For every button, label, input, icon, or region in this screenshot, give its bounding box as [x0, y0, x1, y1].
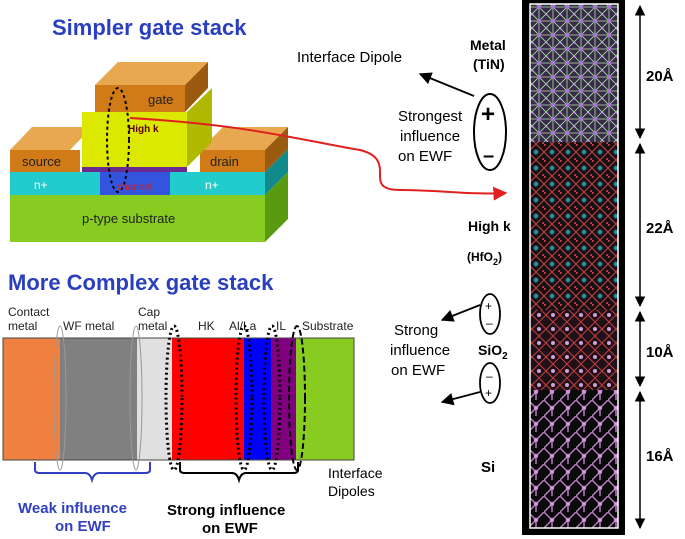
high-k-label: High k	[468, 218, 511, 234]
interface-dipole-label: Interface Dipole	[297, 49, 402, 66]
dipole-upper	[479, 293, 501, 335]
simpler-title: Simpler gate stack	[52, 15, 247, 40]
complex-stack	[2, 324, 355, 472]
label-contact-metal-2: metal	[8, 319, 37, 333]
dipole-upper-plus: +	[485, 299, 492, 313]
si-label: Si	[481, 459, 495, 476]
label-channel: channel	[117, 182, 152, 193]
weak-brace	[34, 462, 151, 484]
strongest-label-3: on EWF	[398, 148, 452, 165]
layer-contact-metal	[3, 338, 60, 460]
label-high-k-simple: High k	[128, 124, 159, 135]
layer-hk	[172, 338, 244, 460]
metal-label-1: Metal	[470, 37, 506, 53]
red-connector-arrow	[129, 117, 508, 201]
label-substrate-complex: Substrate	[302, 319, 354, 333]
label-al-la: Al/La	[229, 319, 257, 333]
label-cap-metal-2: metal	[138, 319, 167, 333]
interface-dipoles-2: Dipoles	[328, 483, 375, 499]
si-region	[530, 390, 618, 528]
label-nplus-left: n+	[34, 178, 48, 192]
dipole-lower-plus: +	[485, 386, 492, 400]
complex-title: More Complex gate stack	[8, 270, 274, 295]
label-wf-metal: WF metal	[63, 319, 114, 333]
arrow-strong-lower	[440, 391, 481, 406]
strong-right-3: on EWF	[391, 362, 445, 379]
dim-si: 16Å	[646, 448, 674, 465]
channel-region	[100, 172, 170, 195]
weak-influence-1: Weak influence	[18, 500, 127, 517]
weak-ellipse-1	[53, 325, 67, 471]
hfo2-region	[530, 142, 618, 310]
label-source: source	[22, 154, 61, 169]
metal-label-2: (TiN)	[473, 56, 505, 72]
tin-region	[530, 4, 618, 142]
label-contact-metal-1: Contact	[8, 305, 50, 319]
layer-il	[271, 338, 296, 460]
label-il: IL	[276, 319, 286, 333]
gate-block	[95, 85, 185, 112]
strong-influence-1: Strong influence	[167, 502, 285, 519]
strongest-label-1: Strongest	[398, 108, 463, 125]
dipole-upper-minus: –	[486, 316, 493, 330]
dim-sio2: 10Å	[646, 344, 674, 361]
dim-tin: 20Å	[646, 68, 674, 85]
strong-brace	[179, 462, 299, 484]
sio2-region	[530, 310, 618, 390]
big-dipole-plus: +	[481, 101, 495, 128]
label-gate: gate	[148, 92, 173, 107]
simple-device	[10, 62, 288, 242]
strong-influence-2: on EWF	[202, 520, 258, 537]
strongest-label-2: influence	[400, 128, 460, 145]
label-drain: drain	[210, 154, 239, 169]
atomistic-stack	[522, 0, 625, 535]
source-block	[10, 150, 80, 172]
dipole-lower	[479, 362, 501, 404]
substrate-block	[10, 195, 265, 242]
strong-right-2: influence	[390, 342, 450, 359]
arrow-interface-dipole	[418, 72, 475, 97]
layer-al-la	[244, 338, 271, 460]
strong-right-1: Strong	[394, 322, 438, 339]
label-hk: HK	[198, 319, 215, 333]
label-substrate: p-type substrate	[82, 211, 175, 226]
strong-ellipse-3	[262, 324, 282, 472]
interface-dipoles-1: Interface	[328, 465, 383, 481]
drain-block	[200, 150, 265, 172]
strong-ellipse-2	[234, 324, 254, 472]
dim-hfo2: 22Å	[646, 220, 674, 237]
high-k-dotted-ellipse	[106, 87, 130, 193]
label-nplus-right: n+	[205, 178, 219, 192]
strong-ellipse-1	[164, 324, 184, 472]
layer-wf-metal	[60, 338, 137, 460]
sio2-label: SiO2	[478, 342, 508, 362]
arrow-strong-upper	[440, 304, 481, 322]
big-dipole	[473, 93, 507, 171]
big-dipole-minus: –	[483, 145, 494, 167]
weak-ellipse-2	[129, 325, 143, 471]
weak-influence-2: on EWF	[55, 518, 111, 535]
label-cap-metal-1: Cap	[138, 305, 160, 319]
hfo2-label: (HfO2)	[467, 250, 502, 267]
dipole-lower-minus: –	[486, 369, 493, 383]
